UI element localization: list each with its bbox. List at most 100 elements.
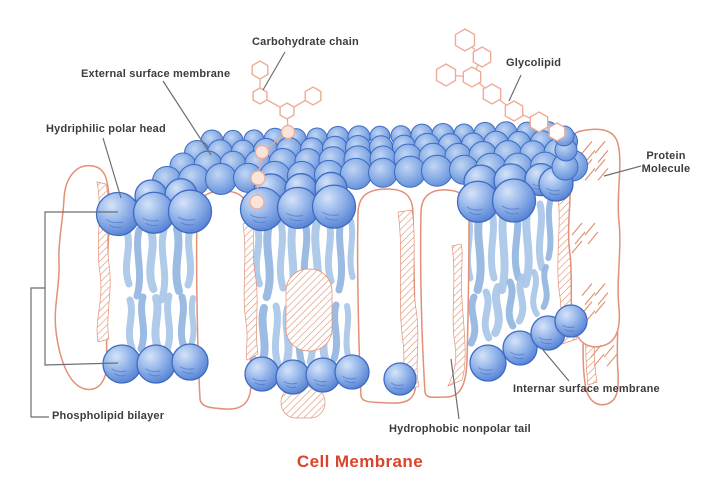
hatch-dash (594, 141, 606, 154)
hatch-dash (590, 344, 602, 358)
sugar-ring (472, 46, 492, 68)
lipid-tail (535, 200, 546, 272)
label-glycolipid: Glycolipid (506, 57, 562, 69)
lipid-tail (324, 217, 335, 285)
hatch-dash (593, 353, 605, 367)
hatch-dash (571, 240, 583, 254)
hatch-dash (597, 292, 609, 305)
glycolipid-structure (435, 28, 566, 142)
label-hydrophilic-polar-head: Hydriphilic polar head (46, 123, 166, 135)
protein-molecule-right (567, 128, 621, 348)
phospholipid-head (244, 356, 280, 392)
hatch-dash (594, 301, 606, 314)
protein-capsule (285, 268, 333, 352)
lipid-tail (515, 273, 527, 325)
hatch-dash (594, 159, 606, 172)
label-external-surface-membrane: External surface membrane (81, 68, 231, 80)
hatch-dash (597, 168, 609, 181)
sugar-unit (280, 124, 296, 140)
leader-lines (30, 51, 642, 420)
lipid-tail (188, 295, 197, 347)
sugar-unit (250, 170, 266, 186)
hatch-dash (606, 353, 618, 367)
protein-finger-a-hatch (397, 209, 420, 393)
hatch-dash (581, 141, 593, 154)
label-phospholipid-bilayer: Phospholipid bilayer (52, 410, 165, 422)
lipid-tail (133, 226, 144, 300)
phospholipid-head (469, 344, 507, 382)
phospholipid-head (502, 330, 538, 366)
lipid-tail (347, 218, 356, 280)
hatch-dash (574, 231, 586, 245)
lipid-tail (163, 292, 174, 354)
lipid-tail (146, 227, 158, 293)
lipid-tail (491, 283, 503, 337)
phospholipid-head (136, 344, 176, 384)
lipid-tail (262, 221, 274, 301)
lipid-tail (137, 293, 148, 353)
bilayer-bracket-arm (30, 287, 49, 418)
leader-line (262, 51, 286, 91)
lipid-tail (158, 226, 169, 304)
sugar-ring (504, 100, 524, 122)
sugar-ring (548, 122, 566, 142)
sugar-ring (279, 102, 295, 120)
lipid-tail (343, 303, 352, 361)
phospholipid-head (491, 178, 537, 223)
lipid-tail (276, 220, 287, 292)
carbohydrate-chain-structure (249, 60, 322, 210)
sugar-ring (454, 28, 476, 52)
lipid-tail (258, 304, 269, 368)
diagram-title: Cell Membrane (296, 452, 424, 471)
hatch-dash (584, 168, 596, 181)
inner-leaflet-heads (102, 304, 588, 396)
lipid-tail (505, 278, 517, 330)
lipid-tail (172, 225, 183, 295)
protein-finger-b-hatch (447, 243, 466, 387)
sugar-ring (462, 66, 482, 88)
leader-line (603, 165, 642, 177)
sugar-ring (252, 87, 268, 105)
lipid-tail (530, 269, 540, 317)
outer-leaflet-head-grid (95, 121, 588, 237)
leader-line (162, 80, 212, 156)
lipid-tail (467, 293, 479, 347)
lipid-tail (177, 293, 188, 351)
leader-line (542, 349, 570, 382)
sugar-ring (251, 60, 269, 80)
lipid-tail (122, 228, 133, 288)
phospholipid-head (334, 354, 370, 390)
leader-line (450, 358, 460, 420)
protein-hatch-dashes (571, 141, 618, 367)
lipid-tail (540, 264, 550, 310)
lipid-tail (487, 208, 498, 282)
phospholipid-head (167, 189, 213, 234)
phospholipid-head (554, 304, 588, 338)
hatch-dash (597, 150, 609, 163)
lipid-tail (184, 226, 195, 289)
hatch-dash (587, 231, 599, 245)
hatch-dash (603, 344, 615, 358)
lipid-tail (473, 210, 485, 294)
protein-molecules (54, 128, 621, 419)
leader-line (508, 74, 522, 102)
lipid-tail (335, 216, 346, 294)
phospholipid-head (205, 162, 237, 195)
label-protein-molecule: Protein Molecule (641, 150, 691, 175)
label-internal-surface-membrane: Internar surface membrane (513, 383, 660, 395)
lipid-tail (125, 296, 136, 352)
sugar-ring (482, 83, 502, 105)
phospholipid-head (171, 343, 209, 381)
protein-tube-left-hatch (242, 219, 259, 361)
phospholipid-head (102, 344, 142, 384)
phospholipid-head (275, 359, 311, 395)
upper-lipid-tails (122, 199, 554, 306)
label-hydrophobic-nonpolar-tail: Hydrophobic nonpolar tail (389, 423, 531, 435)
phospholipid-head (383, 362, 417, 396)
hatch-dash (571, 222, 583, 236)
hatch-dash (594, 283, 606, 296)
lipid-tail (151, 294, 162, 352)
sugar-ring (435, 63, 457, 87)
